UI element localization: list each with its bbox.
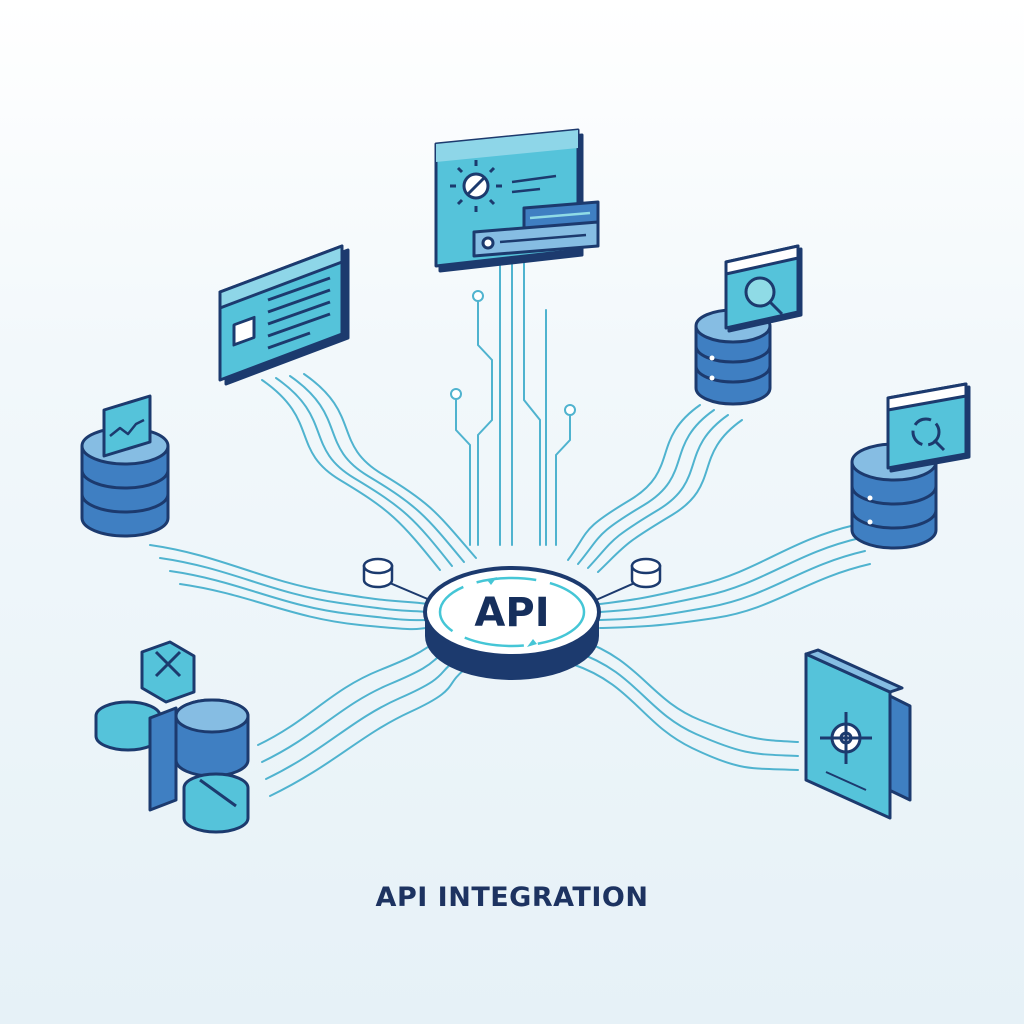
- document-lines-icon: [267, 276, 331, 350]
- database-sync: [850, 382, 971, 550]
- lines-to-database-chart: [149, 544, 431, 631]
- lines-to-module-blocks: [257, 639, 465, 797]
- search-icon: [744, 276, 784, 316]
- connector-lines: [149, 261, 871, 797]
- lines-to-document-card: [261, 373, 477, 571]
- connector-nub-right: [630, 557, 662, 589]
- hub-label: API: [474, 590, 549, 636]
- lines-to-book-target: [571, 639, 799, 771]
- sun-icon: [450, 160, 502, 212]
- api-hub: API: [423, 566, 601, 680]
- connector-nub-left: [362, 557, 394, 589]
- document-card: [218, 244, 350, 386]
- lines-to-database-search: [567, 404, 743, 573]
- database-search: [694, 244, 803, 406]
- diagram-caption: API INTEGRATION: [375, 882, 649, 913]
- circuit-traces-top: [450, 261, 576, 546]
- chart-line-icon: [109, 418, 145, 437]
- sync-icon: [911, 417, 946, 452]
- database-chart: [80, 394, 170, 538]
- module-blocks: [94, 640, 250, 834]
- lines-to-database-sync: [599, 524, 871, 629]
- book-target: [804, 648, 912, 820]
- browser-window-dashboard: [434, 128, 600, 273]
- target-icon: [820, 712, 872, 764]
